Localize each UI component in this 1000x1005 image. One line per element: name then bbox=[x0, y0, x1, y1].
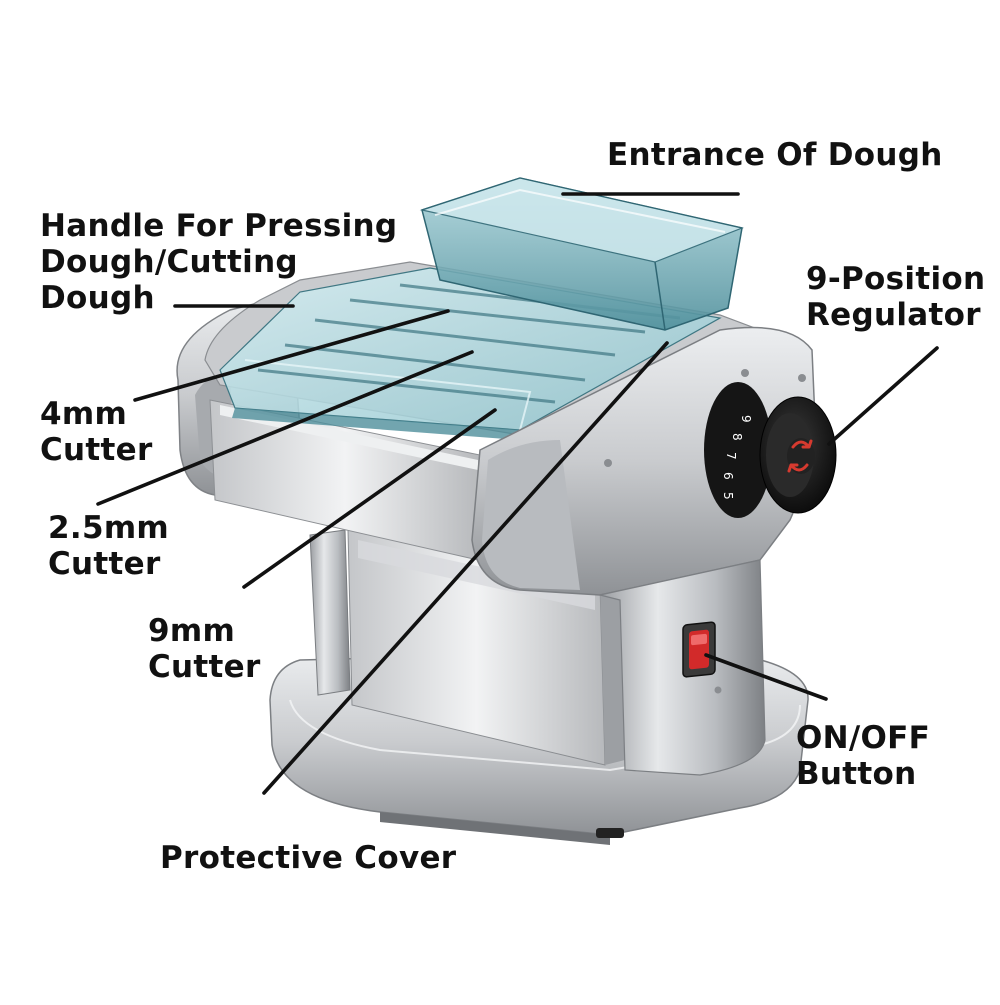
leader-cutter25 bbox=[96, 350, 474, 506]
label-protective-cover: Protective Cover bbox=[160, 840, 456, 876]
label-line: Entrance Of Dough bbox=[607, 137, 943, 173]
label-2-5mm-cutter: 2.5mm Cutter bbox=[48, 510, 169, 582]
label-line: 9-Position bbox=[806, 261, 986, 297]
label-line: Cutter bbox=[148, 649, 261, 685]
label-line: Protective Cover bbox=[160, 840, 457, 876]
leader-onoff bbox=[704, 653, 828, 701]
label-line: Handle For Pressing bbox=[40, 208, 398, 244]
label-9mm-cutter: 9mm Cutter bbox=[148, 613, 261, 685]
label-line: 2.5mm bbox=[48, 510, 170, 546]
dial-number: 7 bbox=[724, 452, 738, 460]
label-line: ON/OFF bbox=[796, 720, 931, 756]
dough-hopper bbox=[419, 177, 745, 331]
label-line: Cutter bbox=[40, 432, 153, 468]
dial-number: 9 bbox=[739, 415, 753, 423]
regulator-dial[interactable]: 9 8 7 6 5 bbox=[704, 382, 837, 518]
leader-cover bbox=[262, 341, 669, 795]
label-line: Dough/Cutting bbox=[40, 244, 298, 280]
dial-number: 8 bbox=[730, 433, 744, 441]
label-line: Button bbox=[796, 756, 917, 792]
label-line: 4mm bbox=[40, 396, 128, 432]
leader-regulator bbox=[827, 346, 939, 446]
dial-number: 5 bbox=[721, 492, 735, 500]
label-line: Cutter bbox=[48, 546, 161, 582]
leader-lines bbox=[96, 192, 939, 795]
power-switch[interactable] bbox=[682, 621, 716, 678]
label-line: Regulator bbox=[806, 297, 981, 333]
label-entrance-of-dough: Entrance Of Dough bbox=[607, 137, 943, 173]
dial-number: 6 bbox=[721, 472, 735, 480]
label-handle: Handle For Pressing Dough/Cutting Dough bbox=[40, 208, 397, 316]
label-line: Dough bbox=[40, 280, 155, 316]
leader-cutter9 bbox=[242, 408, 497, 589]
label-line: 9mm bbox=[148, 613, 236, 649]
label-on-off-button: ON/OFF Button bbox=[796, 720, 930, 792]
label-4mm-cutter: 4mm Cutter bbox=[40, 396, 153, 468]
leader-cutter4 bbox=[133, 309, 450, 402]
label-regulator: 9-Position Regulator bbox=[806, 261, 985, 333]
rotate-arrow-icon bbox=[787, 439, 813, 473]
